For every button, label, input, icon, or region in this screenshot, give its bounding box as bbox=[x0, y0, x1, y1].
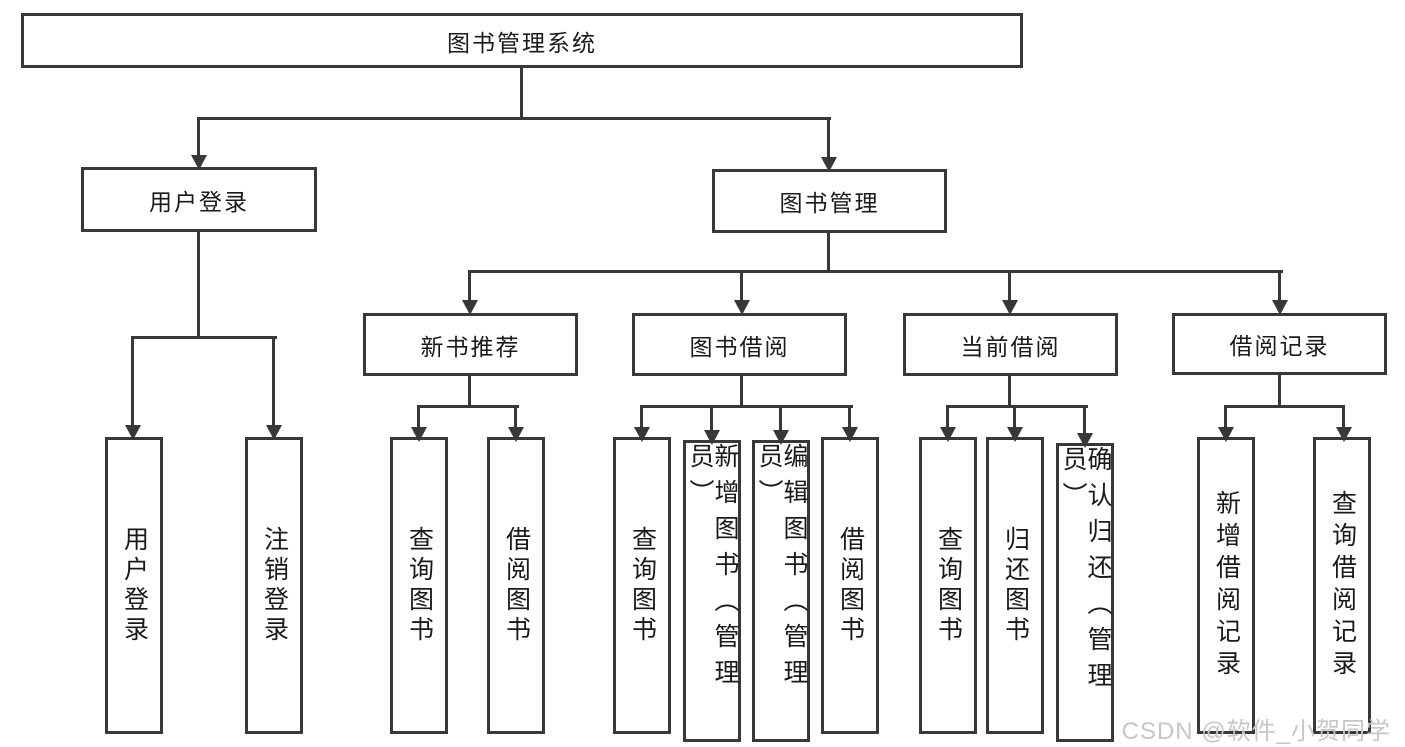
arrow-down-icon bbox=[634, 427, 650, 442]
connector bbox=[468, 376, 471, 408]
node-root-label: 图书管理系统 bbox=[447, 29, 597, 56]
leaf-confirm-return-admin: 确认归还（管理员） bbox=[1056, 443, 1114, 742]
leaf-edit-book-admin: 编辑图书（管理员） bbox=[752, 440, 810, 742]
leaf-user-login-label: 用户登录 bbox=[120, 525, 149, 646]
arrow-down-icon bbox=[1272, 300, 1288, 315]
connector bbox=[417, 405, 519, 408]
connector bbox=[197, 117, 831, 120]
connector bbox=[1224, 405, 1227, 427]
connector bbox=[640, 405, 643, 427]
leaf-return-books: 归还图书 bbox=[986, 437, 1044, 734]
leaf-query-books-recommend-label: 查询图书 bbox=[405, 525, 434, 646]
connector bbox=[710, 405, 713, 430]
connector bbox=[1224, 405, 1345, 408]
connector bbox=[946, 405, 949, 427]
leaf-query-books-borrow: 查询图书 bbox=[613, 437, 671, 734]
arrow-down-icon bbox=[704, 430, 720, 445]
connector bbox=[197, 232, 200, 338]
connector bbox=[640, 405, 853, 408]
csdn-watermark: CSDN @软件_小贺同学 bbox=[1121, 718, 1391, 745]
leaf-query-books-recommend: 查询图书 bbox=[390, 437, 448, 734]
arrow-down-icon bbox=[508, 427, 524, 442]
connector bbox=[520, 68, 523, 119]
node-new-book-recommend-label: 新书推荐 bbox=[420, 333, 521, 360]
leaf-query-borrow-record: 查询借阅记录 bbox=[1313, 437, 1371, 734]
arrow-down-icon bbox=[462, 300, 478, 315]
leaf-query-books-current: 查询图书 bbox=[919, 437, 977, 734]
connector bbox=[1008, 270, 1011, 302]
connector bbox=[272, 336, 275, 425]
arrow-down-icon bbox=[1002, 300, 1018, 315]
arrow-down-icon bbox=[125, 425, 141, 440]
node-root: 图书管理系统 bbox=[21, 13, 1023, 68]
node-new-book-recommend: 新书推荐 bbox=[363, 313, 578, 376]
connector bbox=[131, 336, 134, 425]
leaf-add-book-admin: 新增图书（管理员） bbox=[683, 440, 741, 742]
arrow-down-icon bbox=[1007, 427, 1023, 442]
connector bbox=[848, 405, 851, 427]
connector bbox=[1083, 405, 1086, 433]
leaf-query-books-borrow-label: 查询图书 bbox=[628, 525, 657, 646]
leaf-confirm-return-admin-label: 确认归还（管理员） bbox=[1059, 446, 1112, 698]
node-book-borrow-label: 图书借阅 bbox=[689, 333, 790, 360]
leaf-query-books-current-label: 查询图书 bbox=[934, 525, 963, 646]
node-borrow-record-label: 借阅记录 bbox=[1229, 333, 1330, 359]
connector bbox=[740, 270, 743, 302]
leaf-query-borrow-record-label: 查询借阅记录 bbox=[1328, 489, 1357, 682]
leaf-add-book-admin-label: 新增图书（管理员） bbox=[686, 443, 739, 695]
leaf-edit-book-admin-label: 编辑图书（管理员） bbox=[755, 443, 808, 695]
connector bbox=[417, 405, 420, 427]
leaf-logout-label: 注销登录 bbox=[260, 525, 289, 646]
arrow-down-icon bbox=[266, 425, 282, 440]
connector bbox=[1013, 405, 1016, 427]
arrow-down-icon bbox=[1336, 427, 1352, 442]
arrow-down-icon bbox=[411, 427, 427, 442]
arrow-down-icon bbox=[842, 427, 858, 442]
connector bbox=[1278, 270, 1281, 302]
connector bbox=[1342, 405, 1345, 427]
node-user-login-label: 用户登录 bbox=[149, 188, 249, 215]
node-user-login: 用户登录 bbox=[81, 167, 317, 232]
node-current-borrow-label: 当前借阅 bbox=[960, 333, 1061, 360]
leaf-borrow-books-recommend-label: 借阅图书 bbox=[502, 525, 531, 646]
leaf-add-borrow-record-label: 新增借阅记录 bbox=[1212, 489, 1241, 682]
leaf-return-books-label: 归还图书 bbox=[1001, 525, 1030, 646]
connector bbox=[827, 233, 830, 273]
leaf-borrow-books-recommend: 借阅图书 bbox=[487, 437, 545, 734]
node-book-management: 图书管理 bbox=[712, 169, 947, 233]
connector bbox=[779, 405, 782, 430]
connector bbox=[514, 405, 517, 427]
connector bbox=[740, 376, 743, 408]
node-book-borrow: 图书借阅 bbox=[632, 313, 847, 376]
connector bbox=[946, 405, 1088, 408]
connector bbox=[1278, 375, 1281, 408]
leaf-borrow-books: 借阅图书 bbox=[821, 437, 879, 734]
connector bbox=[468, 270, 1283, 273]
leaf-add-borrow-record: 新增借阅记录 bbox=[1197, 437, 1255, 734]
arrow-down-icon bbox=[1218, 427, 1234, 442]
node-current-borrow: 当前借阅 bbox=[903, 313, 1118, 376]
connector bbox=[827, 117, 830, 159]
arrow-down-icon bbox=[940, 427, 956, 442]
leaf-user-login: 用户登录 bbox=[105, 437, 163, 734]
leaf-borrow-books-label: 借阅图书 bbox=[836, 525, 865, 646]
connector bbox=[197, 117, 200, 157]
node-book-management-label: 图书管理 bbox=[779, 190, 880, 216]
node-borrow-record: 借阅记录 bbox=[1172, 313, 1387, 375]
connector bbox=[131, 336, 277, 339]
connector bbox=[1008, 376, 1011, 408]
arrow-down-icon bbox=[1077, 433, 1093, 448]
arrow-down-icon bbox=[773, 430, 789, 445]
arrow-down-icon bbox=[734, 300, 750, 315]
arrow-down-icon bbox=[191, 155, 207, 170]
connector bbox=[468, 270, 471, 302]
leaf-logout: 注销登录 bbox=[245, 437, 303, 734]
arrow-down-icon bbox=[821, 157, 837, 172]
